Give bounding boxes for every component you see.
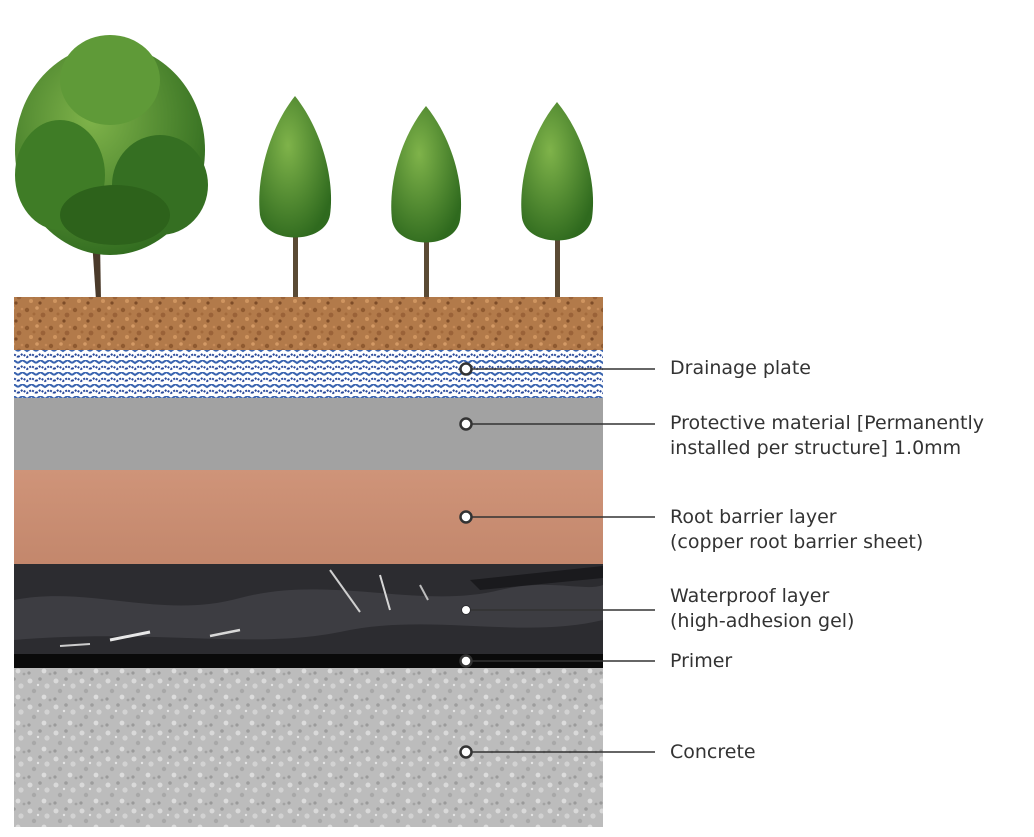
callout-primer <box>459 654 655 668</box>
protective-material-layer <box>14 398 603 470</box>
label-concrete: Concrete <box>670 740 756 765</box>
drainage-plate-layer <box>14 350 603 398</box>
label-line: (copper root barrier sheet) <box>670 531 924 553</box>
callout-dot-icon <box>459 745 473 759</box>
label-line: (high-adhesion gel) <box>670 610 855 632</box>
callout-drainage <box>459 362 655 376</box>
label-line: Primer <box>670 650 733 672</box>
label-line: Drainage plate <box>670 357 811 379</box>
broadleaf-tree-icon <box>15 35 208 300</box>
callout-dot-icon <box>459 417 473 431</box>
label-line: Root barrier layer <box>670 506 837 528</box>
callout-dot-icon <box>459 510 473 524</box>
concrete-layer <box>14 668 603 827</box>
label-root-barrier: Root barrier layer (copper root barrier … <box>670 505 923 555</box>
primer-layer <box>14 654 603 668</box>
label-line: Protective material [Permanently <box>670 412 985 434</box>
conifer-tree-icon <box>259 96 332 300</box>
label-line: Waterproof layer <box>670 585 830 607</box>
callout-dot-icon <box>461 605 471 615</box>
callout-root-barrier <box>459 510 655 524</box>
callout-protective <box>459 417 655 431</box>
label-primer: Primer <box>670 649 732 674</box>
callout-dot-icon <box>459 654 473 668</box>
soil-layer <box>14 297 603 350</box>
label-line: installed per structure] 1.0mm <box>670 437 962 459</box>
label-line: Concrete <box>670 741 756 763</box>
callout-dot-icon <box>459 362 473 376</box>
callout-concrete <box>459 745 655 759</box>
conifer-tree-icon <box>391 106 462 300</box>
label-drainage-plate: Drainage plate <box>670 356 811 381</box>
waterproof-layer <box>14 564 603 654</box>
label-protective-material: Protective material [Permanently install… <box>670 411 984 461</box>
conifer-tree-icon <box>521 102 594 300</box>
callout-waterproof <box>461 605 655 615</box>
label-waterproof: Waterproof layer (high-adhesion gel) <box>670 584 854 634</box>
